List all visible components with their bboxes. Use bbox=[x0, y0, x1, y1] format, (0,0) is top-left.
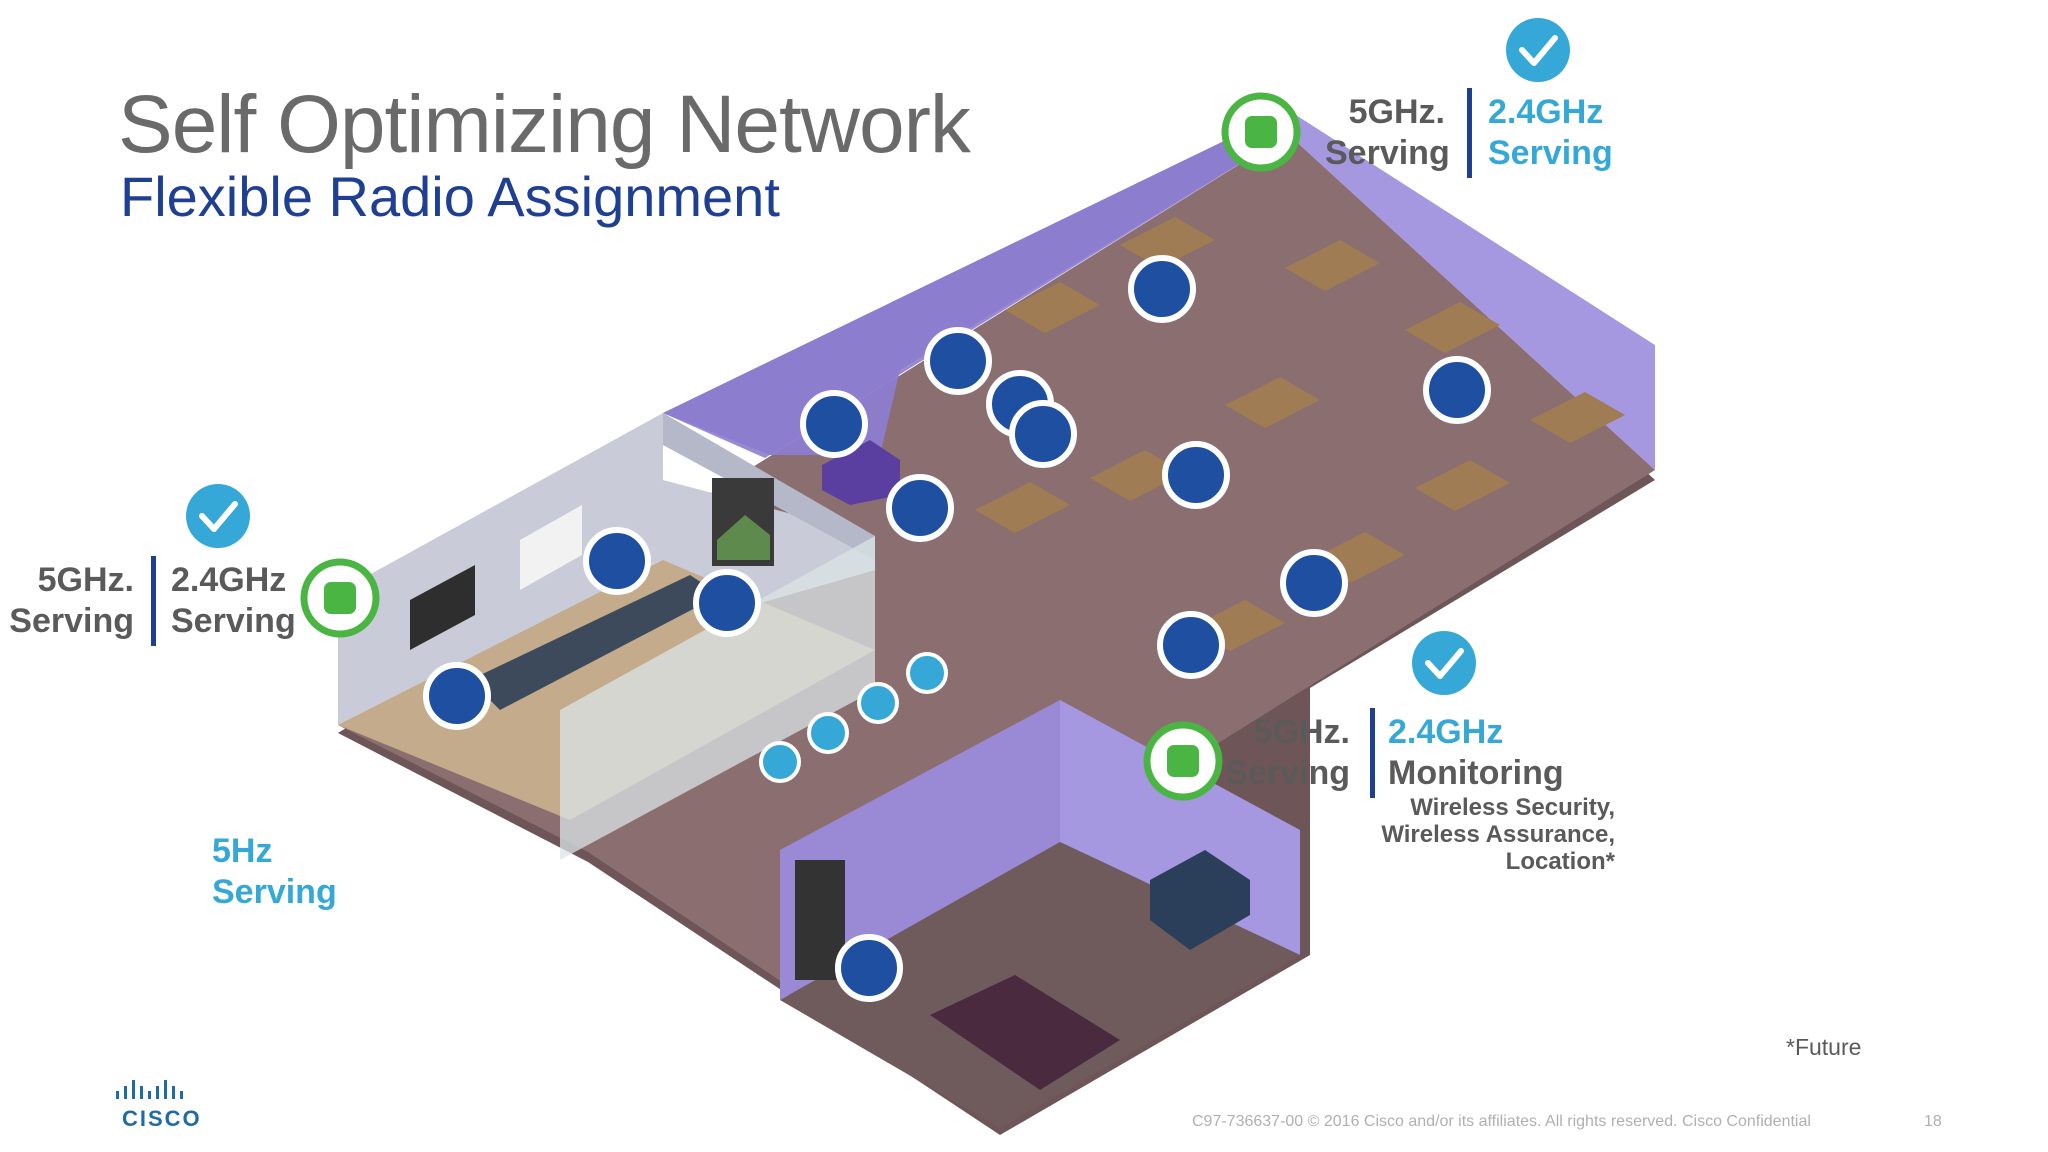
user-badge-icon bbox=[1157, 611, 1225, 679]
user-badge-icon bbox=[924, 327, 992, 395]
user-badge-icon bbox=[1423, 356, 1491, 424]
location-pin-icon bbox=[807, 712, 849, 754]
lounge-wall bbox=[663, 110, 1288, 455]
ap-right-divider bbox=[1370, 708, 1375, 798]
check-circle-icon bbox=[1412, 631, 1476, 695]
office-floor bbox=[338, 134, 1655, 1128]
ap-left-left-label: 5GHz. Serving bbox=[9, 561, 134, 640]
rug bbox=[930, 975, 1120, 1090]
ap-left-right-label: 2.4GHz Serving bbox=[171, 561, 296, 640]
footer-copyright: C97-736637-00 © 2016 Cisco and/or its af… bbox=[1192, 1113, 1811, 1130]
user-badge-icon bbox=[886, 474, 954, 542]
whiteboard bbox=[520, 505, 582, 590]
ap-top-left-label: 5GHz. Serving bbox=[1325, 93, 1450, 172]
location-pins bbox=[759, 652, 948, 783]
user-badges bbox=[423, 255, 1491, 1002]
page-title: Self Optimizing Network bbox=[118, 79, 971, 170]
user-badge-icon bbox=[1280, 549, 1348, 617]
location-pin-icon bbox=[857, 682, 899, 724]
user-badge-icon bbox=[423, 662, 491, 730]
conference-table bbox=[470, 575, 720, 710]
check-icons bbox=[186, 18, 1570, 695]
location-pin-icon bbox=[906, 652, 948, 694]
desk-group bbox=[975, 217, 1625, 651]
glass-wall bbox=[560, 536, 875, 860]
tv-screen bbox=[410, 565, 475, 650]
footnote: *Future bbox=[1786, 1034, 1862, 1060]
ap-right-note: Wireless Security, Wireless Assurance, L… bbox=[1381, 794, 1615, 875]
ap-right-right-label: 2.4GHz Monitoring bbox=[1388, 713, 1564, 792]
user-badge-icon bbox=[693, 569, 761, 637]
sofa bbox=[1150, 850, 1250, 950]
user-badge-icon bbox=[1162, 441, 1230, 509]
access-points bbox=[300, 92, 1301, 801]
right-back-wall bbox=[1288, 110, 1655, 470]
user-badge-icon bbox=[800, 390, 868, 458]
user-badge-icon bbox=[583, 527, 651, 595]
location-pin-icon bbox=[759, 741, 801, 783]
painting-image bbox=[717, 515, 770, 560]
cisco-logo: CISCO bbox=[122, 1106, 202, 1131]
user-badge-icon bbox=[1009, 400, 1077, 468]
check-circle-icon bbox=[186, 484, 250, 548]
coverage-label: 5Hz Serving bbox=[212, 832, 337, 911]
meeting-room-wall-left bbox=[780, 700, 1060, 1000]
ap-top-divider bbox=[1467, 88, 1472, 178]
user-badge-icon bbox=[835, 934, 903, 1002]
ap-right-left-label: 5GHz. Serving bbox=[1225, 713, 1350, 792]
ap-top-right-label: 2.4GHz Serving bbox=[1488, 93, 1613, 172]
page-subtitle: Flexible Radio Assignment bbox=[120, 165, 780, 228]
ap-left-divider bbox=[151, 556, 156, 646]
user-badge-icon bbox=[1128, 255, 1196, 323]
cisco-logo-icon bbox=[116, 1080, 183, 1099]
page-number: 18 bbox=[1924, 1113, 1942, 1130]
check-circle-icon bbox=[1506, 18, 1570, 82]
